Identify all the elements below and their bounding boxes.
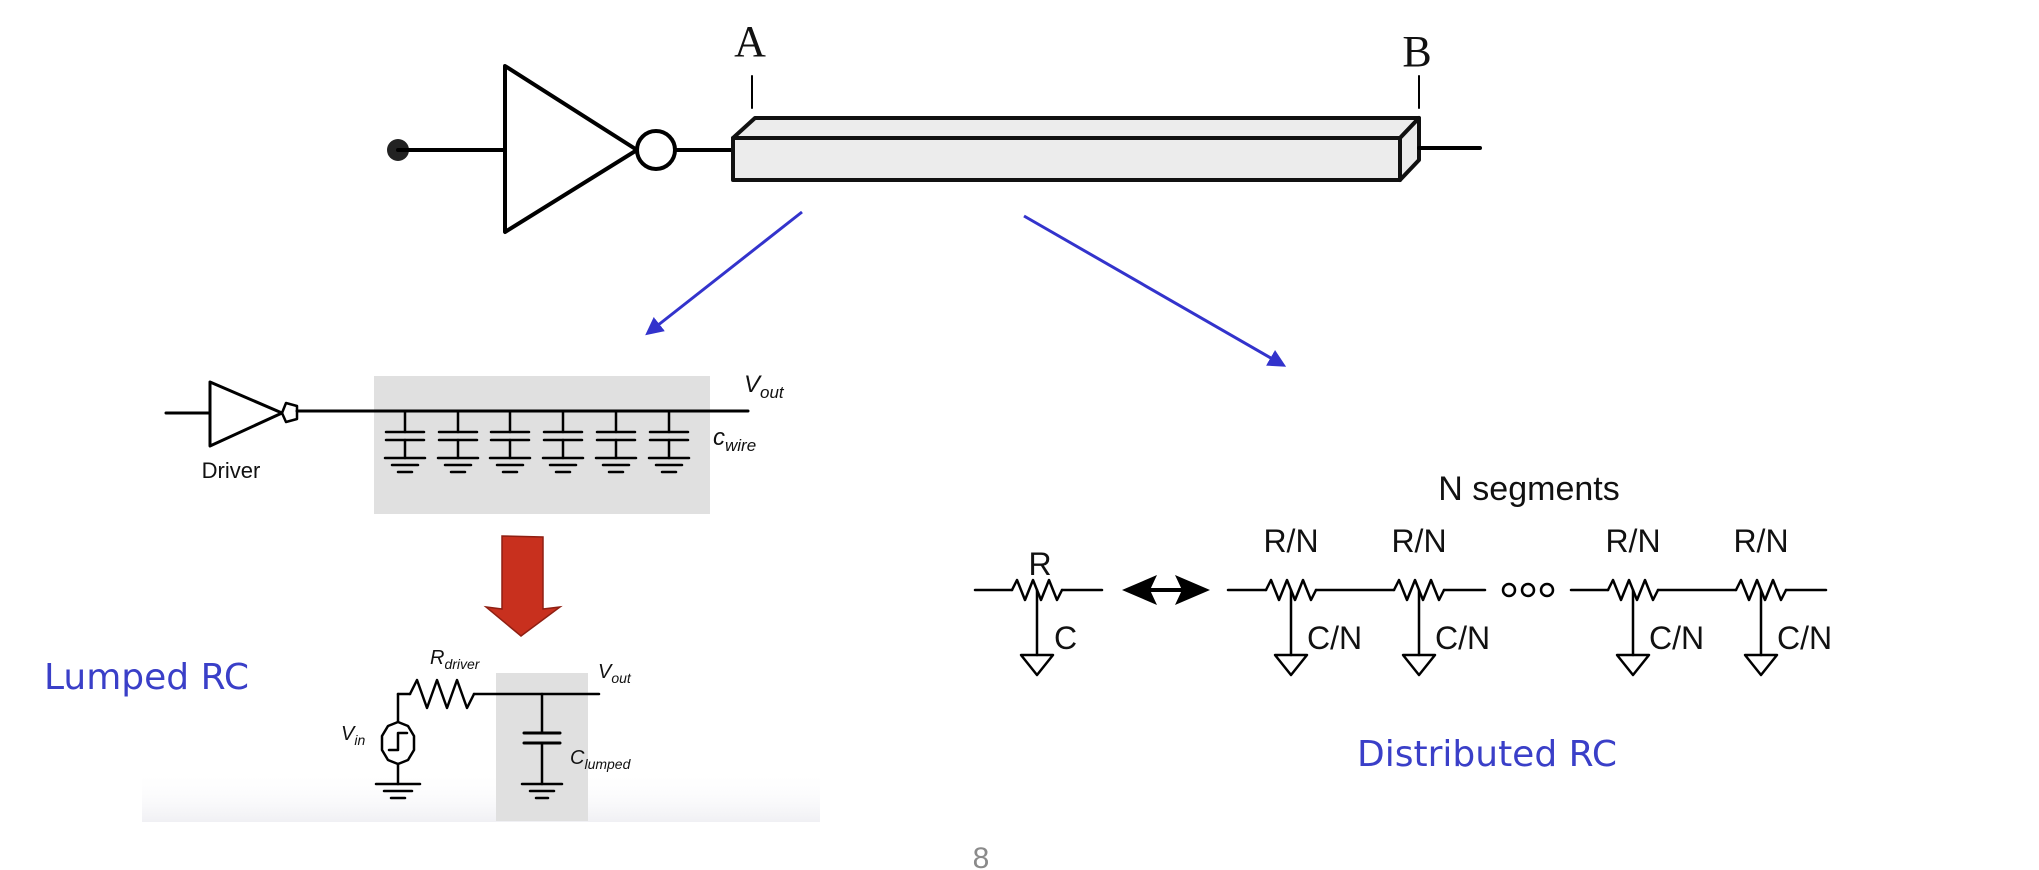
segment-c-label: C/N bbox=[1435, 620, 1490, 656]
point-a-label: A bbox=[734, 17, 766, 66]
wire-capacitor bbox=[541, 409, 585, 474]
segment-ground-triangle bbox=[1743, 653, 1779, 677]
segment-ground-triangle bbox=[1401, 653, 1437, 677]
equivalence-arrow-right-head bbox=[1175, 575, 1210, 605]
transform-down-arrow bbox=[483, 535, 563, 637]
distributed-panel: N segments R C R/N C/N R/N C/N R/N C/N R/N C/N bbox=[973, 470, 1832, 677]
segment-r-label: R/N bbox=[1605, 523, 1660, 559]
wire-cap-panel bbox=[374, 376, 710, 514]
single-r-label: R bbox=[1028, 546, 1051, 582]
page-number: 8 bbox=[973, 842, 990, 870]
vout-label: Vout bbox=[744, 371, 785, 402]
n-segments-title: N segments bbox=[1438, 470, 1619, 508]
wire-capacitor bbox=[488, 409, 532, 474]
lumped-rc-caption: Lumped RC bbox=[44, 657, 249, 698]
single-c-label: C bbox=[1054, 620, 1077, 656]
inverter-bubble bbox=[635, 129, 677, 171]
top-wire-diagram: A B bbox=[387, 17, 1482, 234]
wire-bar-top-face bbox=[731, 116, 1421, 140]
segment-r-label: R/N bbox=[1391, 523, 1446, 559]
segment-ground-triangle bbox=[1273, 653, 1309, 677]
wire-bar-front-face bbox=[731, 136, 1402, 182]
segment-c-label: C/N bbox=[1777, 620, 1832, 656]
step-icon bbox=[387, 731, 409, 752]
single-ground-triangle bbox=[1019, 653, 1055, 677]
arrow-to-distributed bbox=[1023, 214, 1287, 367]
segment-c-label: C/N bbox=[1307, 620, 1362, 656]
point-b-label: B bbox=[1402, 27, 1431, 76]
driver-bubble bbox=[280, 401, 299, 424]
wire-capacitor bbox=[647, 409, 691, 474]
rc-segment: R/N C/N bbox=[1263, 523, 1362, 677]
arrow-to-lumped bbox=[645, 210, 803, 336]
segment-r-label: R/N bbox=[1733, 523, 1788, 559]
vout-lumped-label: Vout bbox=[598, 661, 632, 686]
segment-ground-triangle bbox=[1615, 653, 1651, 677]
driver-triangle bbox=[208, 380, 284, 448]
rdriver-label: Rdriver bbox=[430, 647, 481, 672]
distributed-rc-caption: Distributed RC bbox=[1357, 734, 1617, 775]
wire-capacitor bbox=[383, 409, 427, 474]
rc-segment: R/N C/N bbox=[1605, 523, 1704, 677]
inverter-triangle bbox=[503, 64, 639, 234]
wire-capacitor bbox=[436, 409, 480, 474]
equivalence-arrow-left-head bbox=[1122, 575, 1157, 605]
wire-bar-end-face bbox=[1398, 116, 1421, 182]
rc-segment: R/N C/N bbox=[1733, 523, 1832, 677]
wire-capacitor-row bbox=[383, 409, 691, 474]
segment-c-label: C/N bbox=[1649, 620, 1704, 656]
ellipsis-dot-1 bbox=[1501, 582, 1517, 598]
lumped-panel-fade bbox=[142, 770, 820, 822]
clumped-label: Clumped bbox=[570, 747, 632, 772]
ellipsis-dot-2 bbox=[1520, 582, 1536, 598]
vin-label: Vin bbox=[341, 723, 365, 748]
segment-r-label: R/N bbox=[1263, 523, 1318, 559]
ellipsis-dot-3 bbox=[1539, 582, 1555, 598]
wire-capacitor bbox=[594, 409, 638, 474]
driver-label: Driver bbox=[202, 458, 261, 483]
lumped-panel: Vout cwire Driver Rdriver Vout Vin Clump… bbox=[142, 371, 820, 822]
rc-segment: R/N C/N bbox=[1391, 523, 1490, 677]
cwire-label: cwire bbox=[713, 424, 756, 455]
rc-segment-row: R/N C/N R/N C/N R/N C/N R/N C/N bbox=[1263, 523, 1832, 677]
rdriver-resistor bbox=[408, 678, 476, 710]
